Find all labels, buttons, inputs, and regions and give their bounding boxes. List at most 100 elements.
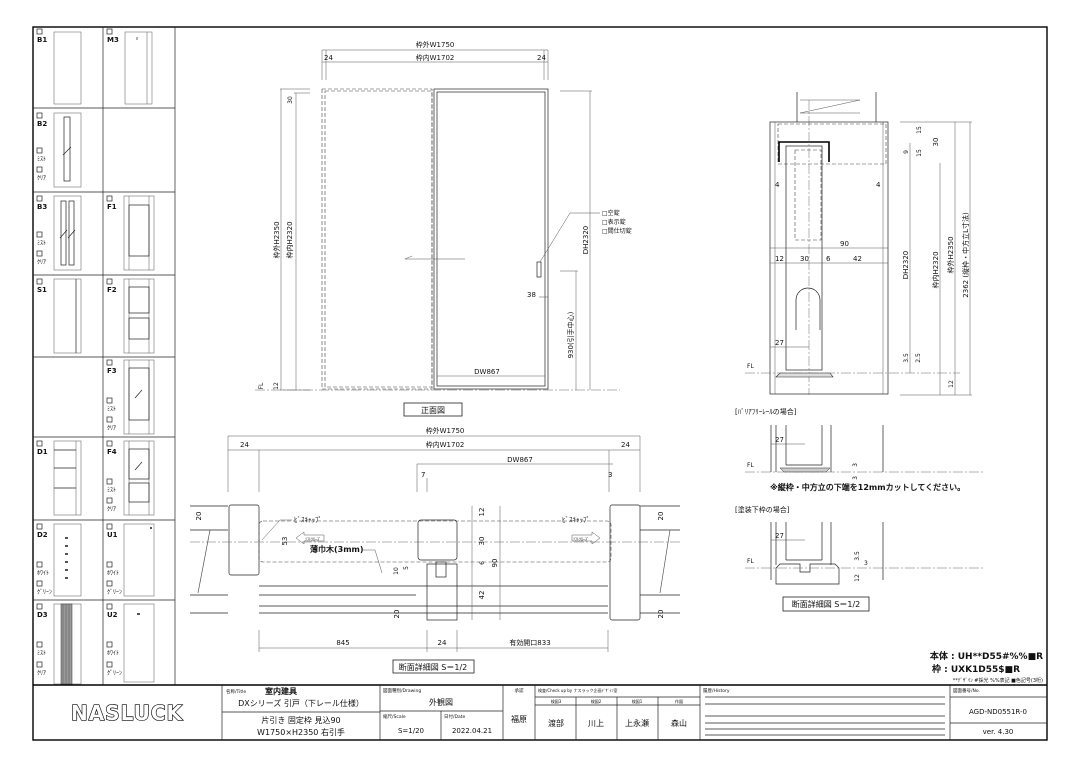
variant-M3[interactable]: M3 — [106, 28, 153, 105]
variant-label: D3 — [37, 611, 48, 619]
title-line-2: DXシリーズ 引戸（下レール仕様） — [238, 698, 364, 708]
variant-checkbox[interactable] — [106, 440, 113, 447]
dim-42: 42 — [853, 255, 862, 263]
white-checkbox[interactable] — [106, 561, 113, 568]
clear-checkbox[interactable] — [106, 416, 113, 423]
baseboard-label: 薄巾木(3mm) — [310, 544, 364, 554]
dim-outer-width: 枠外W1750 — [426, 426, 465, 435]
title-line-3: 片引き 固定枠 見込90 — [261, 715, 340, 725]
dim-side-right: 24 — [537, 54, 546, 62]
clear-label: ｸﾘｱ — [37, 175, 46, 182]
variant-checkbox[interactable] — [106, 603, 113, 610]
green-checkbox[interactable] — [36, 580, 43, 587]
product-codes: 本体 : UH**D55#%%■R 枠 : UXK1D55$■R **ﾃﾞｻﾞｲ… — [930, 650, 1043, 684]
nasluck-logo: NASLUCK — [71, 701, 184, 725]
variant-checkbox[interactable] — [106, 278, 113, 285]
dim-inner-height: 枠内H2320 — [931, 251, 940, 288]
green-checkbox[interactable] — [106, 580, 113, 587]
variant-checkbox[interactable] — [36, 112, 43, 119]
dim-3: 3 — [864, 560, 868, 567]
mist-label: ﾐｽﾄ — [37, 650, 46, 657]
dim-53: 53 — [281, 537, 289, 546]
dim-side-right: 24 — [621, 441, 630, 449]
variant-label: D2 — [37, 531, 48, 539]
variant-U1[interactable]: U1 ﾎﾜｲﾄ ｸﾞﾘｰﾝ — [106, 523, 155, 597]
green-checkbox[interactable] — [106, 661, 113, 668]
door-thumbnail — [123, 278, 155, 354]
dim-20-right-bottom: 20 — [657, 610, 665, 619]
right-jamb — [609, 504, 641, 621]
variant-checkbox[interactable] — [36, 195, 43, 202]
dim-27: 27 — [775, 532, 784, 540]
variant-D2[interactable]: D2 ﾎﾜｲﾄ ｸﾞﾘｰﾝ — [36, 523, 82, 597]
variant-S1[interactable]: S1 — [36, 278, 82, 354]
variant-checkbox[interactable] — [106, 359, 113, 366]
variant-U2[interactable]: U2 ﾎﾜｲﾄ ｸﾞﾘｰﾝ — [106, 603, 155, 683]
variant-F2[interactable]: F2 — [106, 278, 155, 354]
variant-B2[interactable]: B2 ﾐｽﾄ ｸﾘｱ — [36, 112, 82, 188]
dim-12: 12 — [478, 508, 486, 517]
dim-outer-height: 枠外H2350 — [272, 221, 281, 258]
variant-label: U2 — [107, 611, 118, 619]
door-thumbnail — [53, 523, 82, 597]
white-checkbox[interactable] — [36, 561, 43, 568]
fl-marker: FL — [747, 363, 754, 370]
dim-side-left: 24 — [324, 54, 333, 62]
mist-checkbox[interactable] — [106, 397, 113, 404]
version: ver. 4.30 — [983, 728, 1014, 736]
dim-15-top: 15 — [916, 126, 923, 134]
drawing-number: AGD-ND0551R-0 — [969, 708, 1027, 716]
dim-3-5: 3.5 — [903, 353, 910, 363]
check-header: 検図1 — [632, 698, 643, 704]
variant-checkbox[interactable] — [36, 278, 43, 285]
clear-checkbox[interactable] — [36, 250, 43, 257]
variant-checkbox[interactable] — [106, 523, 113, 530]
screw-cap-label-right: ﾋﾞｽｷｬｯﾌﾟ — [562, 516, 590, 524]
title-block: NASLUCK 名称/Title 室内建具 DXシリーズ 引戸（下レール仕様） … — [33, 684, 1047, 740]
center-post — [426, 563, 458, 621]
white-checkbox[interactable] — [106, 641, 113, 648]
variant-F4[interactable]: F4 ﾐｽﾄ ｸﾘｱ — [106, 440, 155, 516]
clear-checkbox[interactable] — [36, 166, 43, 173]
check-header: 検図2 — [591, 698, 602, 704]
mist-checkbox[interactable] — [36, 641, 43, 648]
drafter-name: 森山 — [671, 718, 687, 728]
variant-D3[interactable]: D3 ﾐｽﾄ ｸﾘｱ — [36, 603, 82, 685]
clear-checkbox[interactable] — [36, 661, 43, 668]
body-code: 本体 : UH**D55#%%■R — [930, 650, 1043, 662]
variant-checkbox[interactable] — [36, 603, 43, 610]
dim-30: 30 — [800, 255, 809, 263]
painted-sill-title: [塗装下枠の場合] — [735, 505, 790, 514]
variant-checkbox[interactable] — [106, 195, 113, 202]
mist-checkbox[interactable] — [36, 231, 43, 238]
vertical-section: FL 90 12 30 6 42 4 4 27 9 15 15 30 DH232… — [735, 92, 985, 612]
door-thumbnail — [53, 278, 82, 354]
check-header: 作図 — [675, 698, 683, 704]
fixed-panel — [321, 88, 433, 390]
mist-checkbox[interactable] — [106, 478, 113, 485]
door-leaf-section — [417, 519, 458, 561]
dim-3-5: 3.5 — [854, 551, 861, 561]
dim-inner-width: 枠内W1702 — [416, 53, 455, 62]
white-label: ﾎﾜｲﾄ — [107, 570, 119, 577]
variant-F3[interactable]: F3 ﾐｽﾄ ｸﾘｱ — [106, 359, 155, 435]
clear-checkbox[interactable] — [106, 497, 113, 504]
dim-20-right-top: 20 — [657, 512, 665, 521]
variant-checkbox[interactable] — [36, 523, 43, 530]
plan-section-caption: 断面詳細図 S＝1/2 — [399, 662, 468, 672]
variant-B3[interactable]: B3 ﾐｽﾄ ｸﾘｱ — [36, 195, 82, 271]
variant-checkbox[interactable] — [36, 440, 43, 447]
mist-label: ﾐｽﾄ — [107, 487, 116, 494]
variant-F1[interactable]: F1 — [106, 195, 155, 271]
frame-code: 枠 : UXK1D55$■R — [931, 663, 1020, 675]
mist-checkbox[interactable] — [36, 147, 43, 154]
variant-checkbox[interactable] — [36, 28, 43, 35]
variant-B1[interactable]: B1 — [36, 28, 82, 105]
clear-label: ｸﾘｱ — [37, 670, 46, 677]
title-label: 名称/Title — [226, 688, 246, 695]
variant-label: S1 — [37, 286, 47, 294]
variant-D1[interactable]: D1 — [36, 440, 82, 516]
variant-checkbox[interactable] — [106, 28, 113, 35]
dim-845: 845 — [336, 639, 349, 647]
